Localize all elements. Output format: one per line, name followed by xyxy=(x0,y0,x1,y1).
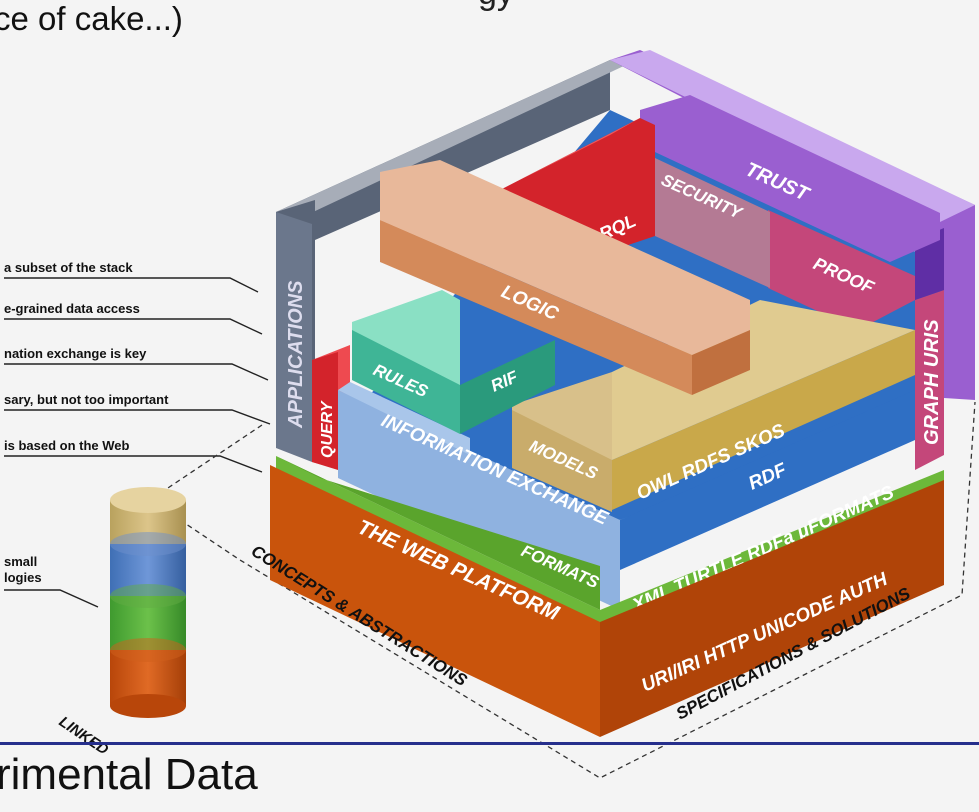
back-left-wall-top xyxy=(276,60,628,220)
callout-7: logies xyxy=(4,570,42,585)
rif-block xyxy=(460,340,555,434)
callout-leader-lines xyxy=(4,277,271,608)
back-right-wall-top xyxy=(610,50,975,222)
security-block xyxy=(655,158,770,288)
logic-end xyxy=(692,330,750,395)
leader-line xyxy=(4,409,271,425)
leader-line xyxy=(4,589,99,608)
rules-face xyxy=(352,330,460,434)
callout-3: nation exchange is key xyxy=(4,346,147,361)
information-exchange-top xyxy=(338,382,470,455)
callout-4: sary, but not too important xyxy=(4,392,169,407)
callout-1: a subset of the stack xyxy=(4,260,133,275)
platform-right-face xyxy=(600,480,944,737)
leader-line xyxy=(4,455,263,473)
leader-line xyxy=(4,277,259,293)
slide-subtitle: ce of cake...) xyxy=(0,0,183,37)
callout-6: small xyxy=(4,554,38,569)
models-face xyxy=(512,410,612,512)
leader-line xyxy=(4,363,269,381)
graph-uris-label: GRAPH URIS xyxy=(921,319,943,445)
applications-face xyxy=(276,212,312,462)
linked-data-cylinder xyxy=(110,487,186,718)
leader-line xyxy=(4,318,263,335)
footer-rule xyxy=(0,742,979,745)
logic-block xyxy=(380,160,750,355)
formats-strip xyxy=(276,456,600,610)
trust-block xyxy=(640,95,940,262)
rdf-block xyxy=(620,390,915,570)
query-label: QUERY xyxy=(319,400,336,458)
graph-uris-block xyxy=(915,290,944,470)
applications-label: APPLICATIONS xyxy=(285,280,307,429)
callout-5: is based on the Web xyxy=(4,438,130,453)
platform-left-face xyxy=(270,465,600,737)
query-face xyxy=(312,352,338,470)
proof-block xyxy=(768,210,915,330)
slide-title-fragment: gy xyxy=(478,0,514,13)
owl-rdfs-skos-block xyxy=(612,330,915,510)
footer-title: rimental Data xyxy=(0,750,258,799)
callout-2: e-grained data access xyxy=(4,301,140,316)
logic-front xyxy=(380,220,692,395)
base-dashed-outline xyxy=(148,401,976,779)
